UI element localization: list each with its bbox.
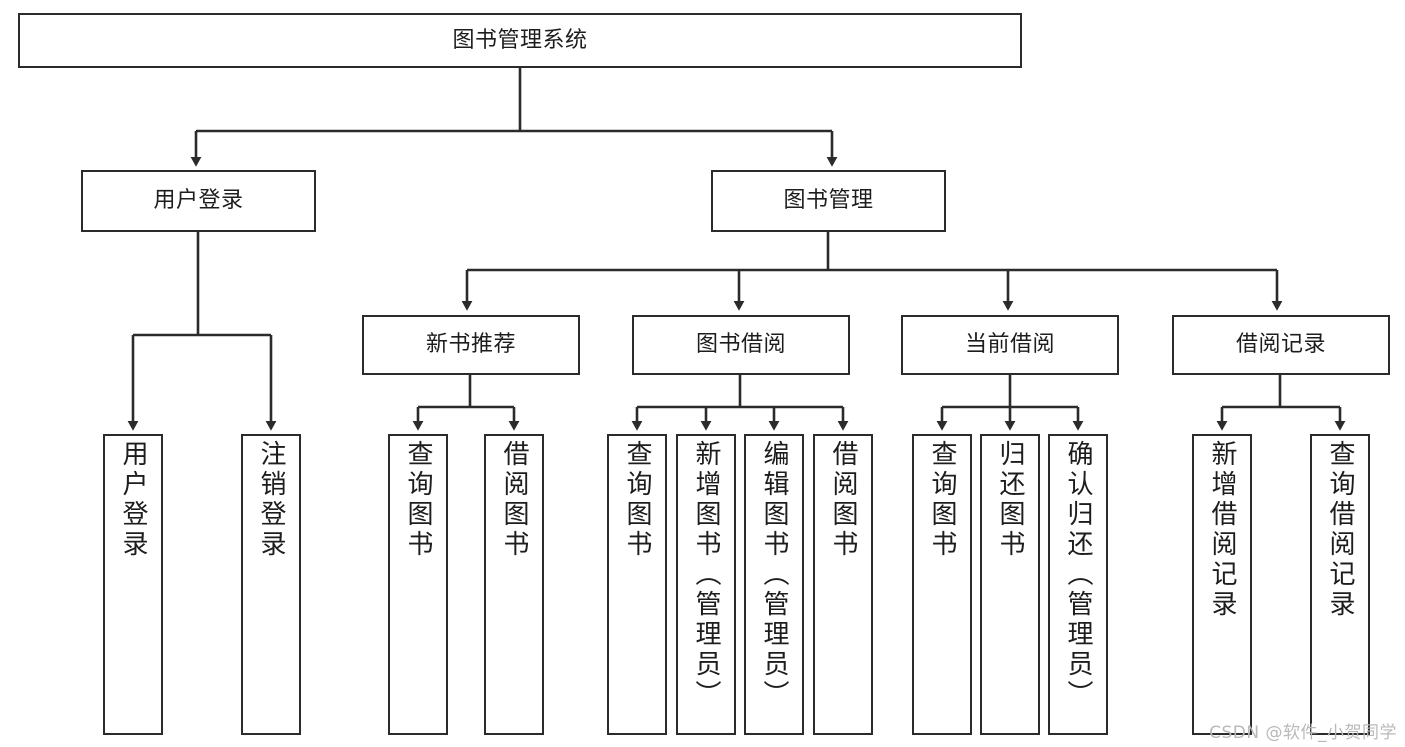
watermark-text: CSDN @软件_小贺同学 — [1209, 723, 1397, 743]
node-label: 新书推荐 — [425, 332, 516, 358]
node-root-system[interactable]: 图书管理系统 — [18, 13, 1022, 68]
leaf-borrow-edit-book[interactable]: 编辑图书（管理员） — [744, 434, 804, 735]
node-current-borrow[interactable]: 当前借阅 — [901, 315, 1119, 375]
node-label: 归还图书 — [995, 440, 1025, 560]
node-user-login[interactable]: 用户登录 — [81, 170, 316, 232]
leaf-current-return-book[interactable]: 归还图书 — [980, 434, 1040, 735]
node-borrow-record[interactable]: 借阅记录 — [1172, 315, 1390, 375]
leaf-record-query-record[interactable]: 查询借阅记录 — [1310, 434, 1370, 735]
node-label: 新增借阅记录 — [1207, 440, 1237, 620]
node-label: 图书借阅 — [695, 332, 786, 358]
leaf-newbook-borrow-book[interactable]: 借阅图书 — [484, 434, 544, 735]
node-book-borrow[interactable]: 图书借阅 — [632, 315, 850, 375]
node-new-book-recommend[interactable]: 新书推荐 — [362, 315, 580, 375]
node-label: 借阅图书 — [499, 440, 529, 560]
leaf-record-add-record[interactable]: 新增借阅记录 — [1192, 434, 1252, 735]
leaf-borrow-borrow-book[interactable]: 借阅图书 — [813, 434, 873, 735]
node-label: 借阅图书 — [828, 440, 858, 560]
node-label: 当前借阅 — [964, 332, 1055, 358]
leaf-borrow-add-book[interactable]: 新增图书（管理员） — [676, 434, 736, 735]
node-label: 图书管理系统 — [452, 27, 588, 53]
leaf-borrow-query-book[interactable]: 查询图书 — [607, 434, 667, 735]
leaf-user-logout[interactable]: 注销登录 — [241, 434, 301, 735]
leaf-newbook-query-book[interactable]: 查询图书 — [388, 434, 448, 735]
node-label: 用户登录 — [153, 188, 244, 214]
node-label: 查询借阅记录 — [1325, 440, 1355, 620]
node-label: 图书管理 — [783, 188, 874, 214]
node-label: 查询图书 — [622, 440, 652, 560]
leaf-user-login[interactable]: 用户登录 — [103, 434, 163, 735]
node-label: 查询图书 — [927, 440, 957, 560]
node-label: 借阅记录 — [1235, 332, 1326, 358]
node-label: 查询图书 — [403, 440, 433, 560]
leaf-current-query-book[interactable]: 查询图书 — [912, 434, 972, 735]
node-label: 确认归还（管理员） — [1063, 440, 1093, 710]
node-label: 用户登录 — [118, 440, 148, 560]
node-label: 新增图书（管理员） — [691, 440, 721, 710]
leaf-current-confirm-return[interactable]: 确认归还（管理员） — [1048, 434, 1108, 735]
node-label: 编辑图书（管理员） — [759, 440, 789, 710]
node-book-management[interactable]: 图书管理 — [711, 170, 946, 232]
node-label: 注销登录 — [256, 440, 286, 560]
